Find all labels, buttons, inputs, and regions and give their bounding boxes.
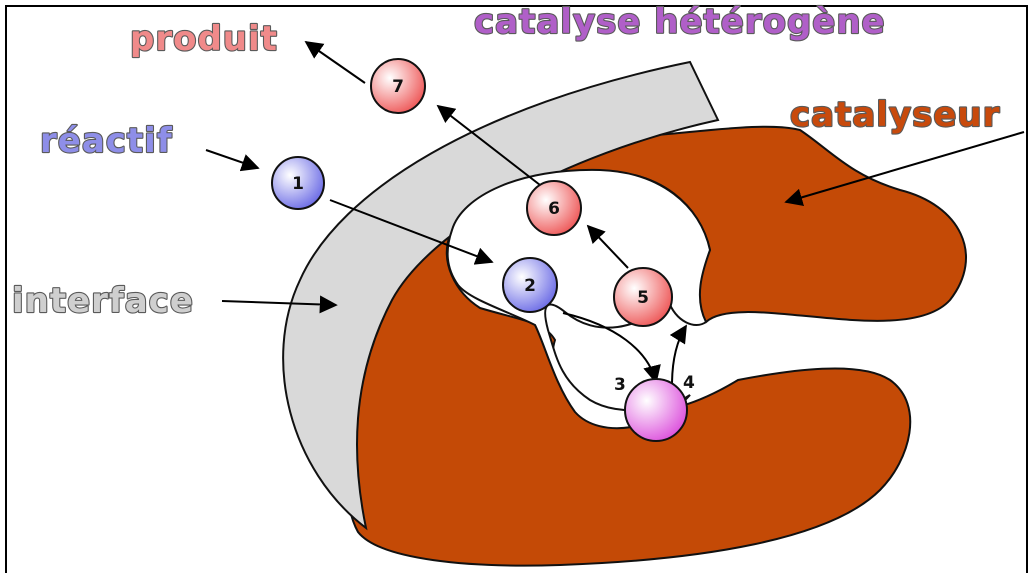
step-6-label: 6 <box>548 199 560 219</box>
molecule-7: 7 <box>371 59 425 113</box>
step-3-label: 3 <box>614 375 626 395</box>
arrow-7-to-produit <box>306 42 365 83</box>
step-4-label: 4 <box>683 373 695 393</box>
catalyst-label: catalyseur <box>790 95 1000 135</box>
molecule-1: 1 <box>272 157 324 209</box>
molecule-6: 6 <box>527 181 581 235</box>
interface-label: interface <box>12 281 194 321</box>
step-1-label: 1 <box>292 174 304 194</box>
molecule-3-4-adsorbed <box>625 379 687 441</box>
product-label: produit <box>130 19 278 59</box>
molecule-2: 2 <box>503 258 557 312</box>
arrow-reactif-to-1 <box>206 150 258 168</box>
step-5-label: 5 <box>637 288 649 308</box>
reactant-label: réactif <box>40 121 173 161</box>
molecule-5: 5 <box>614 268 672 326</box>
step-7-label: 7 <box>392 77 404 97</box>
title-label: catalyse hétérogène <box>474 2 886 42</box>
step-2-label: 2 <box>524 276 536 296</box>
